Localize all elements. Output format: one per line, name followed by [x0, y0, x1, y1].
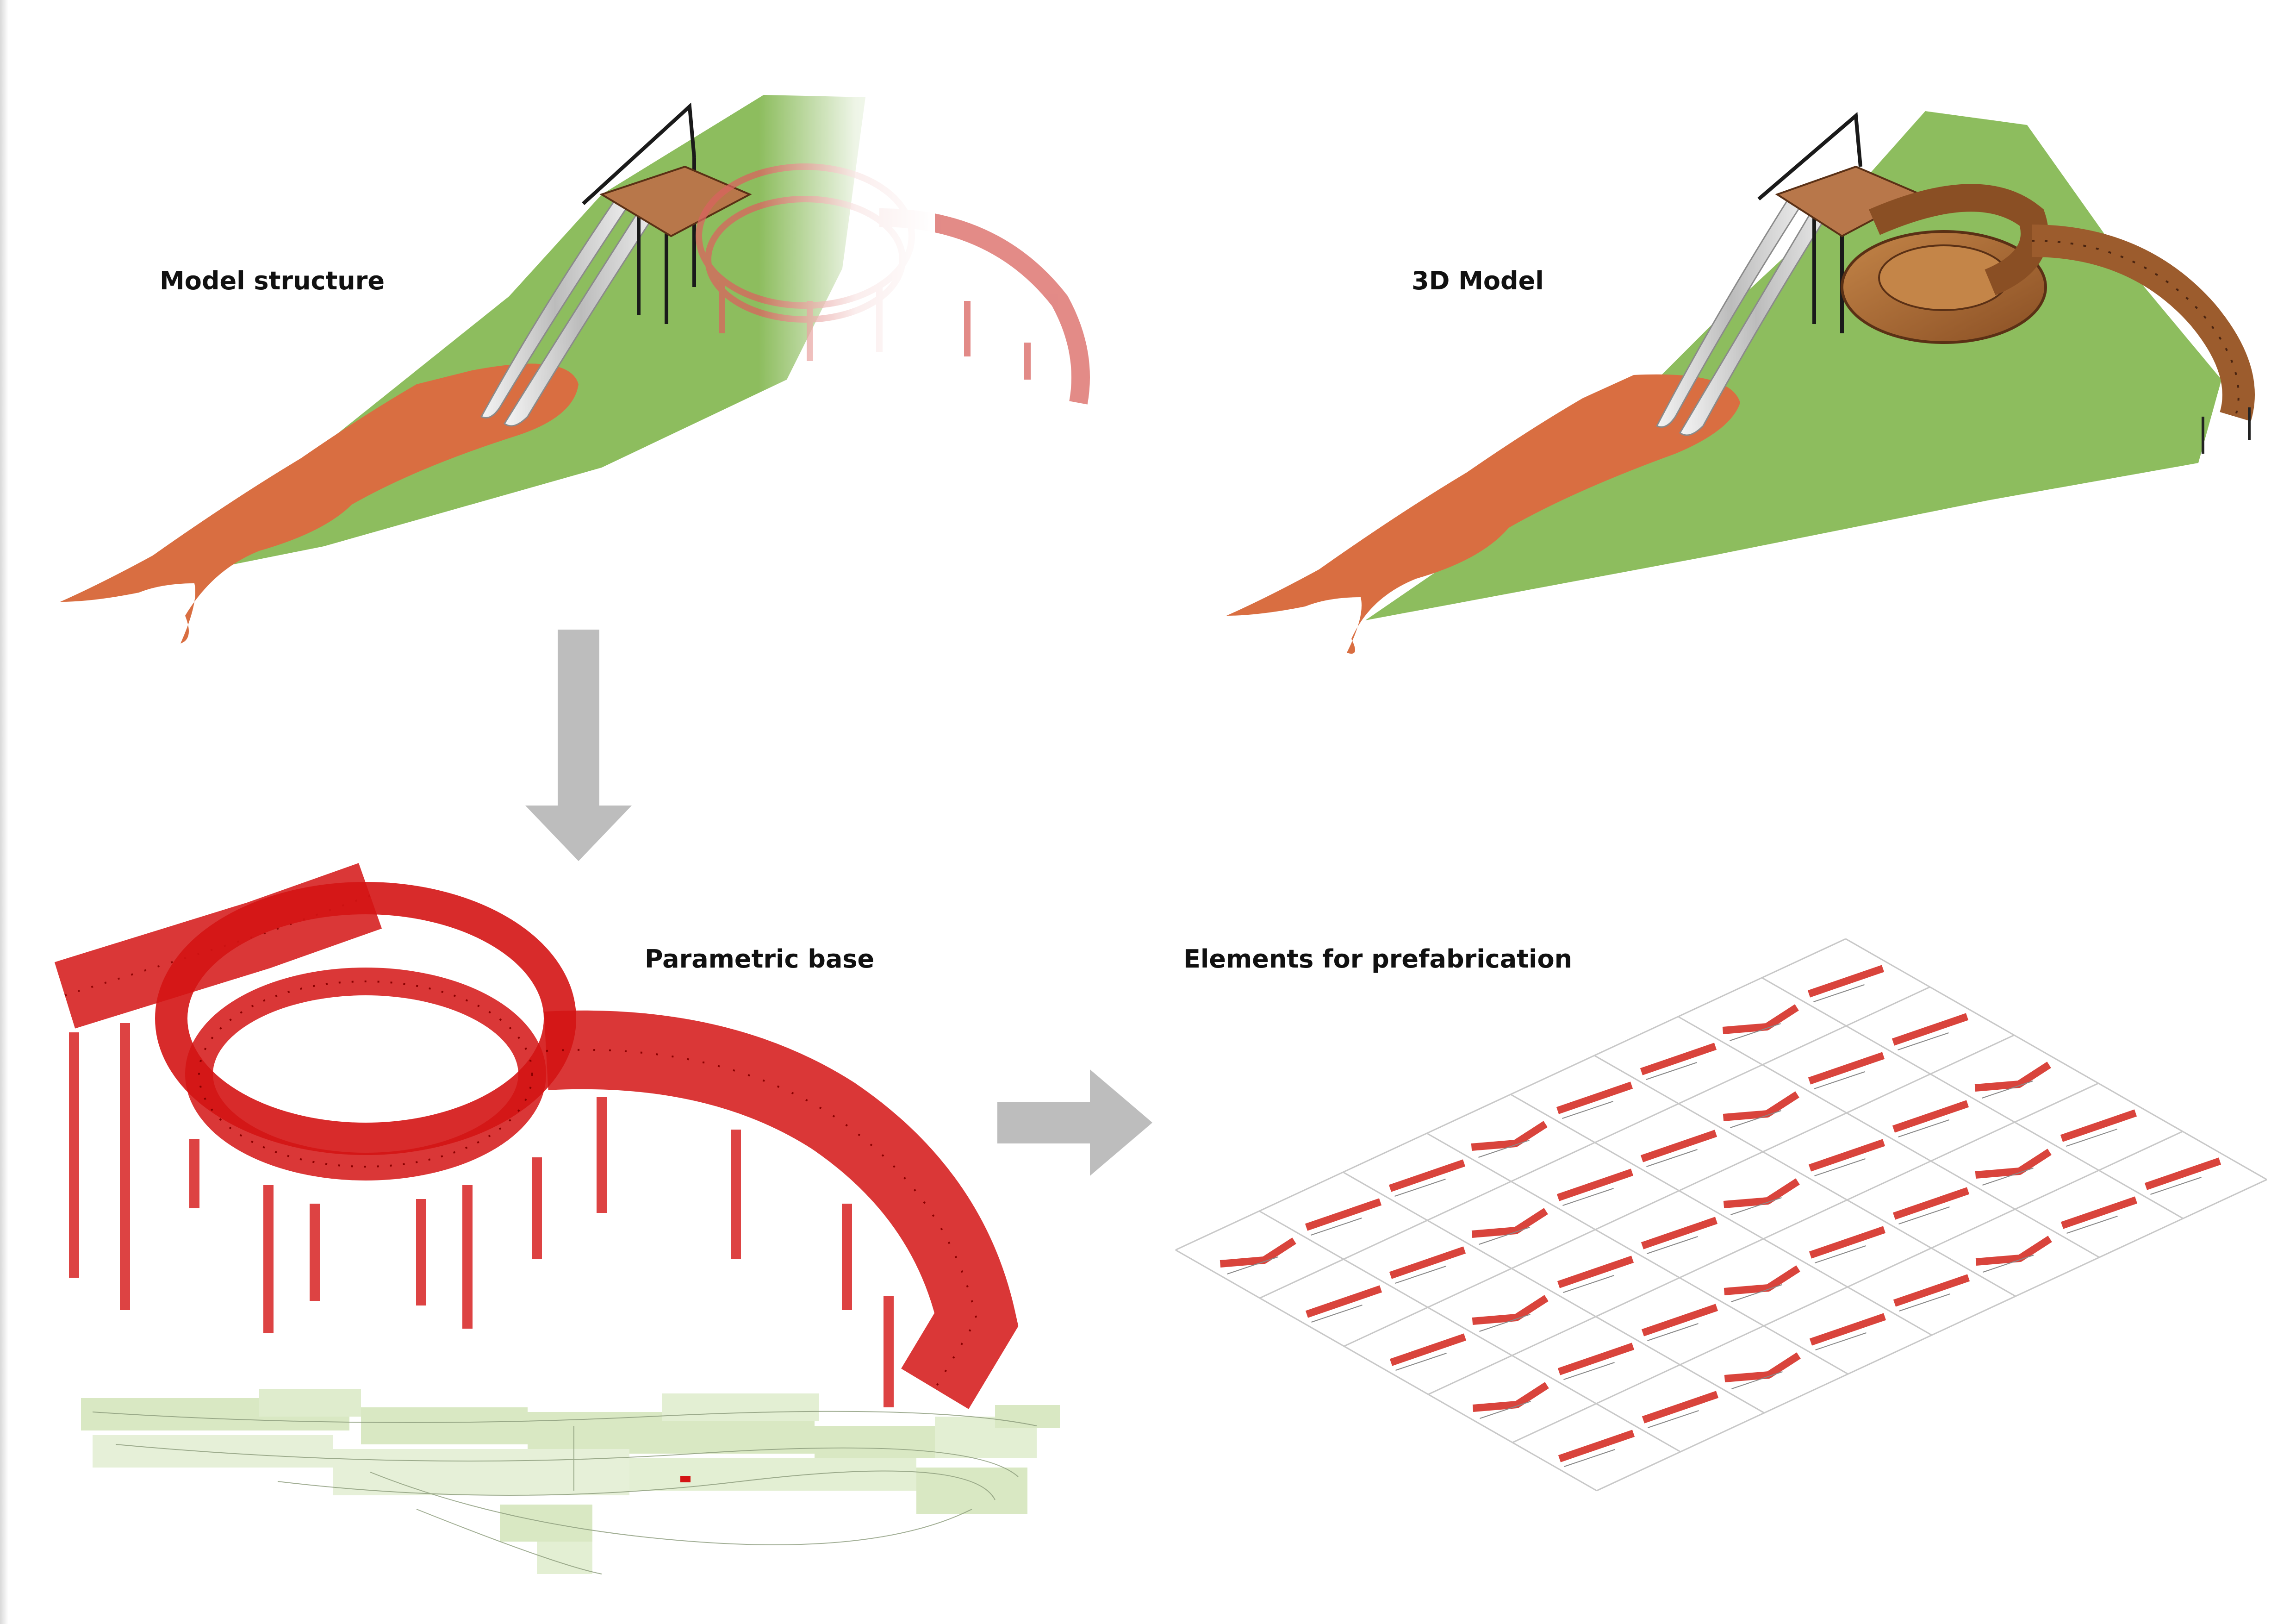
- red-spiral-structure: [54, 863, 1019, 1409]
- prefab-beam-element: [1892, 1187, 1970, 1224]
- deck-platform: [599, 165, 752, 237]
- prefab-beam-element: [1975, 1236, 2052, 1273]
- prefab-beam-element: [1722, 1004, 1799, 1041]
- arrow-right-icon: [997, 1069, 1152, 1176]
- prefabrication-sheets: [1175, 856, 2296, 1492]
- play-surface: [60, 363, 579, 643]
- sheet-grid-line: [1426, 1132, 1848, 1375]
- prefab-beam-element: [1641, 1304, 1718, 1341]
- twin-slides: [480, 198, 659, 427]
- prefab-beam-element: [1642, 1391, 1719, 1428]
- parametric-base-illustration: [54, 863, 1060, 1574]
- prefab-beam-element: [1388, 1159, 1466, 1197]
- label-prefab-elements: Elements for prefabrication: [1183, 944, 1572, 974]
- grasshopper-node-graph: [81, 1389, 1060, 1574]
- prefab-beam-element: [1723, 1091, 1799, 1128]
- prefab-beam-element: [1809, 1313, 1886, 1350]
- prefab-beam-element: [1472, 1382, 1549, 1419]
- prefab-beam-element: [1724, 1352, 1801, 1389]
- prefab-beam-element: [1305, 1285, 1382, 1323]
- label-3d-model: 3D Model: [1412, 266, 1544, 295]
- sheet-grid-line: [1175, 1249, 1597, 1492]
- prefab-beam-element: [1640, 1130, 1717, 1167]
- prefab-beam-element: [1471, 1208, 1548, 1245]
- prefab-beam-element: [1220, 1237, 1296, 1274]
- prefab-beam-element: [1893, 1274, 1970, 1312]
- prefab-beam-element: [1558, 1430, 1635, 1467]
- label-model-structure: Model structure: [160, 266, 385, 295]
- prefab-beam-element: [2060, 1196, 2138, 1234]
- prefab-beam-element: [1640, 1043, 1717, 1080]
- twin-slides-3d: [1655, 194, 1834, 436]
- prefab-beam-element: [1556, 1081, 1633, 1119]
- label-parametric-base: Parametric base: [645, 944, 874, 974]
- arrow-down-icon: [525, 630, 632, 861]
- prefab-beam-element: [1557, 1343, 1635, 1380]
- prefab-beam-element: [1723, 1178, 1800, 1215]
- prefab-beam-element: [1556, 1168, 1634, 1206]
- wooden-spiral-ramp: [1775, 165, 2255, 454]
- prefab-beam-element: [1472, 1295, 1549, 1332]
- terrain-hill-3d: [1365, 111, 2221, 620]
- prefab-fade-overlay: [1805, 856, 2296, 1181]
- prefab-beam-element: [1809, 1226, 1886, 1263]
- prefab-beam-element: [1557, 1255, 1634, 1293]
- sheet-grid-line: [1343, 1171, 1765, 1414]
- model-structure-illustration: [60, 83, 1090, 643]
- left-edge-shadow: [0, 0, 8, 1624]
- prefab-beam-element: [1305, 1198, 1382, 1236]
- prefab-beam-element: [1389, 1246, 1466, 1284]
- prefab-beam-element: [1724, 1265, 1800, 1302]
- prefab-beam-element: [1641, 1217, 1718, 1254]
- play-surface-3d: [1226, 374, 1740, 654]
- sheet-grid-line: [1259, 1210, 1681, 1453]
- prefab-beam-element: [1471, 1121, 1548, 1158]
- sheet-grid-line: [1510, 1093, 1932, 1336]
- prefab-beam-element: [1389, 1333, 1467, 1371]
- model-3d-illustration: [1226, 111, 2255, 654]
